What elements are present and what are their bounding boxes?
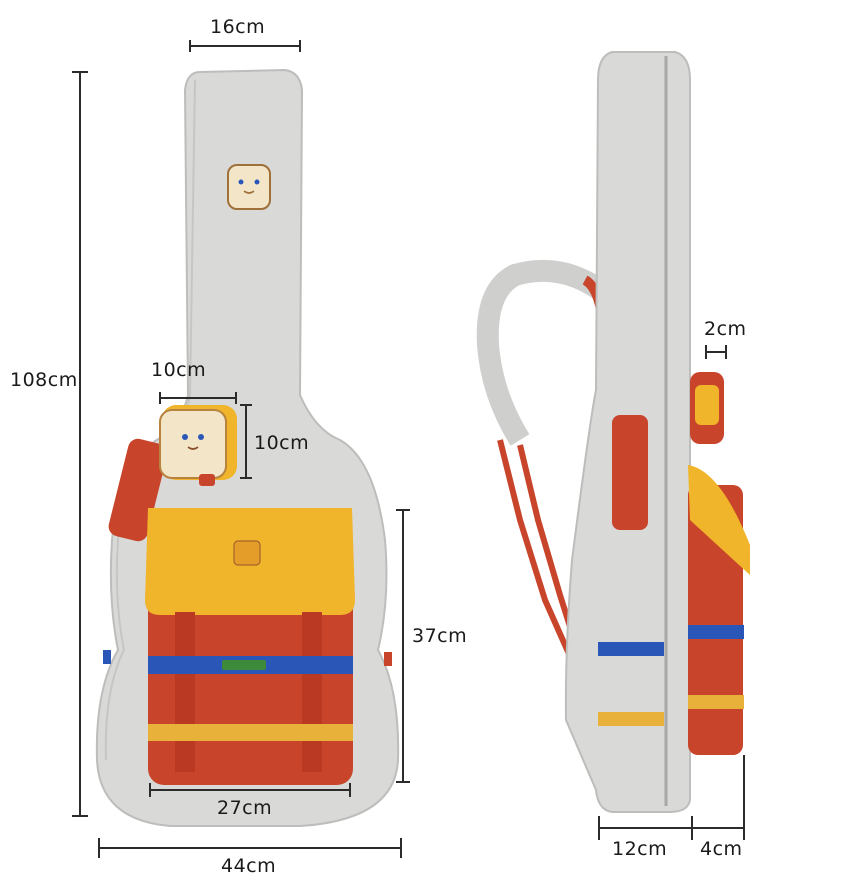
front-yellow-band bbox=[148, 724, 353, 741]
dimension-pouch-height: 10cm bbox=[254, 432, 310, 454]
dimension-lines bbox=[72, 40, 745, 858]
dimension-body-depth: 12cm bbox=[612, 838, 668, 860]
dimension-top-width: 16cm bbox=[210, 16, 266, 38]
side-shoulder-strap bbox=[476, 259, 607, 446]
dimension-pocket-height: 37cm bbox=[412, 625, 468, 647]
dimension-pouch-depth: 2cm bbox=[704, 318, 747, 340]
front-side-pocket bbox=[108, 438, 168, 542]
dimension-pocket-width: 27cm bbox=[217, 797, 273, 819]
front-strap-left bbox=[175, 612, 195, 772]
front-view bbox=[95, 68, 400, 827]
side-view bbox=[476, 51, 750, 813]
front-strap-right bbox=[302, 612, 322, 772]
dimension-body-width: 44cm bbox=[221, 855, 277, 877]
bread-pouch-icon bbox=[159, 405, 237, 486]
side-handle bbox=[612, 415, 648, 530]
dimension-total-length: 108cm bbox=[10, 369, 78, 391]
dimension-pocket-depth: 4cm bbox=[700, 838, 743, 860]
bread-face-icon bbox=[227, 164, 271, 210]
dimension-pouch-width: 10cm bbox=[151, 359, 207, 381]
